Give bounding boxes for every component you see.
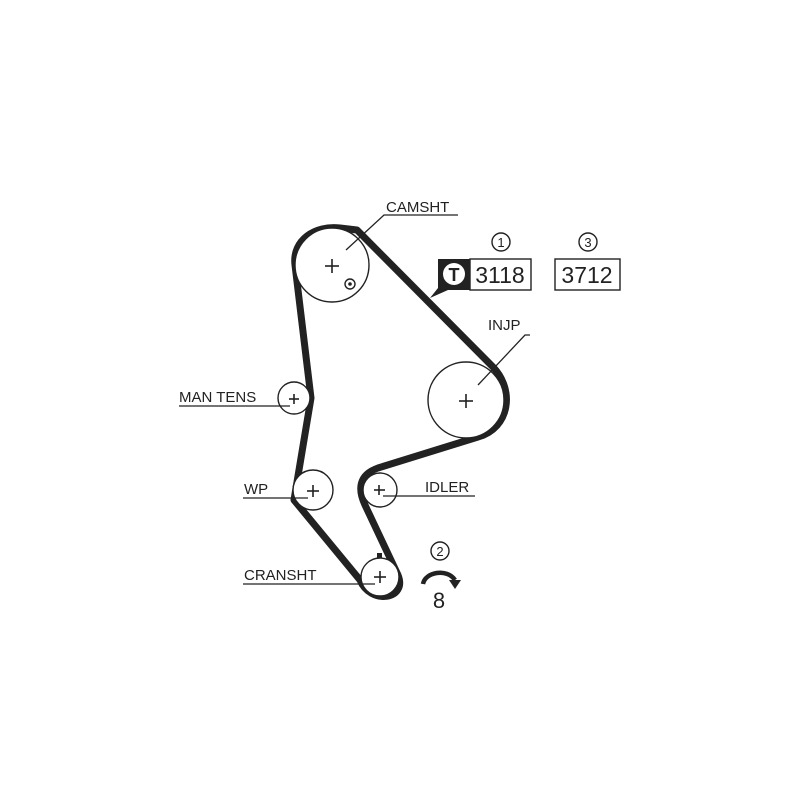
step-1-code: 3118 — [475, 262, 524, 288]
step-2-number: 2 — [436, 544, 443, 559]
crank-timing-mark — [377, 553, 382, 558]
camshaft-leader — [345, 214, 458, 251]
idler-pulley — [362, 472, 398, 508]
idler-label: IDLER — [425, 479, 469, 496]
timing-mark-icon — [344, 278, 356, 290]
step-3-code: 3712 — [561, 262, 612, 288]
crankshaft-pulley — [360, 553, 400, 597]
injection-pump-label: INJP — [488, 317, 521, 334]
step-3-callout: 3 3712 — [554, 232, 621, 291]
step-2-callout: 2 8 — [420, 541, 461, 613]
step-1-number: 1 — [497, 235, 504, 250]
water-pump-label: WP — [244, 481, 268, 498]
water-pump-pulley — [292, 469, 334, 511]
step-3-number: 3 — [584, 235, 591, 250]
step-2-value: 8 — [433, 588, 445, 613]
rotation-arrow-icon — [420, 570, 461, 589]
manual-tensioner-pulley — [277, 381, 311, 415]
camshaft-label: CAMSHT — [386, 199, 449, 216]
injp-leader — [477, 334, 530, 386]
step-1-callout: 1 T 3118 — [430, 232, 532, 298]
injection-pump-pulley — [427, 361, 505, 439]
crankshaft-label: CRANSHT — [244, 567, 317, 584]
t-badge-letter: T — [449, 265, 460, 285]
manual-tensioner-label: MAN TENS — [179, 389, 256, 406]
